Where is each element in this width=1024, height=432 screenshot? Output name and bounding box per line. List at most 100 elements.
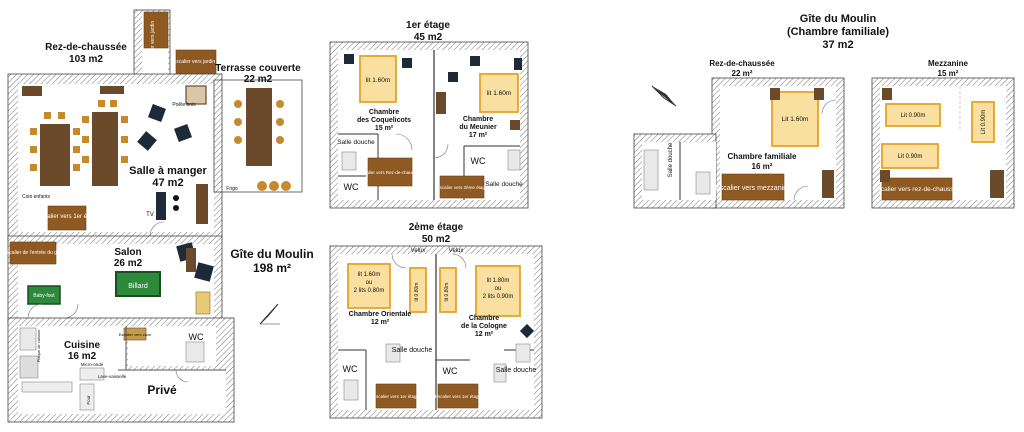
second-room-1-area: 12 m²	[371, 319, 390, 326]
family-ground-area: 22 m²	[732, 69, 753, 78]
dining-table-center	[92, 112, 118, 186]
hob-label: Plaque de cuisson	[36, 330, 41, 363]
terrace-label: Terrasse couverte	[215, 63, 301, 74]
baby-foot-label: Baby-foot	[33, 293, 55, 299]
garden-stairs-label-1: Escalier vers jardin	[150, 21, 156, 63]
ground-floor-label: Rez-de-chaussée	[45, 42, 127, 53]
second-stairs-right	[437, 383, 479, 409]
tv-unit	[156, 192, 166, 220]
first-room-2-label: Chambre	[463, 116, 493, 123]
dining-chairs	[30, 100, 128, 171]
second-bed-small-1-label: lit 0.80m	[414, 283, 420, 302]
first-room-2-area: 17 m²	[469, 132, 488, 139]
first-stairs-2: Escalier vers 2ème étage	[437, 185, 488, 190]
armchair-2	[174, 124, 192, 142]
dining-area: 47 m2	[152, 177, 183, 189]
garden-stairs-label-2: Escalier vers jardin	[173, 59, 215, 65]
mezz-bed-3	[971, 101, 995, 143]
second-wc-1: WC	[343, 364, 358, 374]
mezz-area: 15 m²	[938, 69, 959, 78]
mezz-bed-1	[885, 103, 941, 127]
first-bed-coquelicots	[359, 55, 397, 103]
velux-2: Velux	[449, 248, 464, 254]
billiard-table	[115, 271, 161, 297]
second-room-1-label: Chambre Orientale	[349, 311, 412, 318]
first-wc-2: WC	[471, 156, 486, 166]
first-shower-2: Salle douche	[485, 181, 523, 188]
family-area: 37 m2	[822, 39, 853, 51]
first-bed-meunier	[479, 73, 519, 113]
second-bed-orientale	[347, 263, 391, 309]
microwave-label: Micro-onde	[81, 362, 104, 367]
dining-label: Salle à manger	[129, 165, 207, 177]
family-room-area: 16 m²	[752, 162, 773, 171]
second-room-2-label: Chambre	[469, 315, 499, 322]
main-title: Gîte du Moulin	[230, 247, 313, 261]
child-corner-label: Coin enfants	[22, 194, 51, 200]
mezz-bed-3-label: Lit 0.90m	[981, 110, 987, 135]
first-room-2-sub: du Meunier	[459, 124, 497, 131]
cellar-label: Escalier vers cave	[119, 332, 152, 337]
family-bed-160	[771, 91, 819, 147]
second-floor-plan	[329, 245, 543, 419]
second-bed-1-l1: lit 1.60m	[358, 272, 381, 278]
second-bed-small-1	[409, 267, 427, 313]
mezz-stairs-label: Escalier vers rez-de-chaussée	[873, 186, 961, 193]
second-bed-1-l3: 2 lits 0.80m	[354, 288, 385, 294]
garden-stairs-top	[143, 11, 169, 49]
ground-floor-plan	[7, 9, 303, 423]
covered-terrace-outline	[213, 79, 303, 193]
mezz-stairs-down	[881, 177, 953, 201]
family-bed-label: Lit 1.60m	[782, 116, 809, 123]
armchair-1	[148, 104, 166, 122]
first-bed-2-label: lit 1.60m	[487, 90, 512, 97]
fridge-label: Frigo	[226, 186, 238, 192]
lounge-area: 26 m2	[114, 258, 143, 269]
first-shower-1: Salle douche	[337, 139, 375, 146]
first-floor-plan	[329, 41, 529, 209]
private-label: Privé	[147, 383, 177, 397]
dishwasher-label: Lave-vaisselle	[98, 374, 127, 379]
stairs-up-label: Escalier vers 1er étage	[37, 214, 99, 220]
velux-1: Velux	[411, 248, 426, 254]
stove-icon	[185, 85, 207, 105]
dining-sideboard	[196, 184, 208, 224]
oven-label: Four	[86, 395, 91, 405]
garden-stairs-side	[175, 49, 217, 75]
family-stairs-label: Escalier vers mezzanine	[715, 185, 791, 192]
second-floor-title: 2ème étage	[409, 222, 464, 233]
armchair-3	[137, 131, 157, 151]
second-bed-small-2-label: lit 0.80m	[444, 283, 450, 302]
second-bed-small-2	[439, 267, 457, 313]
main-area: 198 m²	[253, 261, 291, 275]
ground-wc-fixture	[185, 341, 205, 363]
second-wc-2: WC	[443, 366, 458, 376]
hob-icon	[19, 327, 37, 351]
first-bed-1-label: lit 1.60m	[366, 77, 391, 84]
family-gite-ground-plan	[633, 77, 845, 209]
first-room-1-area: 15 m²	[375, 125, 394, 132]
kitchen-label: Cuisine	[64, 340, 101, 351]
second-shower-2: Salle douche	[496, 367, 537, 374]
cellar-stairs	[123, 327, 147, 341]
second-stairs-1: Escalier vers 1er étage	[373, 394, 420, 399]
second-bed-1-l2: ou	[366, 280, 373, 286]
terrace-table	[246, 88, 272, 166]
tv-label: TV	[146, 212, 154, 218]
first-stairs-1: Escalier vers Rez-de-chaussée	[359, 170, 422, 175]
second-bed-2-l1: lit 1.80m	[487, 278, 510, 284]
baby-foot-table	[27, 285, 61, 305]
billiard-label: Billard	[128, 283, 148, 290]
second-room-2-sub: de la Cologne	[461, 323, 507, 330]
family-subtitle: (Chambre familiale)	[787, 26, 889, 38]
first-stairs-down	[367, 157, 413, 187]
first-floor-area: 45 m2	[414, 32, 443, 43]
family-title: Gîte du Moulin	[800, 13, 877, 25]
first-room-1-sub: des Coquelicots	[357, 117, 411, 124]
dining-bench	[100, 86, 124, 94]
mezz-bed-1-label: Lit 0.90m	[901, 113, 926, 119]
second-bed-cologne	[475, 265, 521, 317]
mezz-label: Mezzanine	[928, 59, 969, 68]
